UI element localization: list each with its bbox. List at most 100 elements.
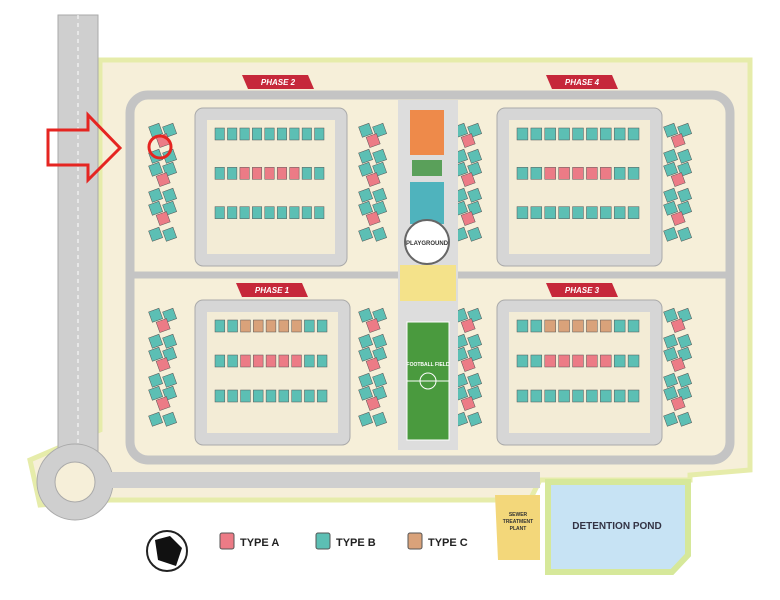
housing-block — [496, 107, 663, 267]
house-unit — [214, 354, 226, 368]
house-unit — [670, 396, 686, 411]
house-unit — [467, 187, 483, 203]
housing-block — [194, 107, 348, 267]
house-unit — [301, 127, 312, 141]
phase-label: PHASE 4 — [565, 78, 600, 87]
house-unit — [155, 357, 171, 372]
house-unit — [516, 167, 529, 180]
house-unit — [365, 133, 381, 148]
housing-block — [194, 299, 351, 446]
house-unit — [227, 167, 238, 180]
house-unit — [516, 354, 529, 368]
house-unit — [155, 396, 171, 411]
legend-swatch — [315, 532, 331, 550]
house-unit — [372, 372, 388, 388]
legend-label: TYPE C — [428, 537, 468, 549]
house-unit — [627, 389, 640, 403]
house-unit — [372, 148, 388, 164]
house-unit — [627, 354, 640, 368]
house-unit — [265, 319, 277, 333]
playground — [404, 219, 450, 265]
house-unit — [572, 389, 584, 403]
house-unit — [663, 385, 679, 401]
house-unit — [460, 396, 476, 411]
house-unit — [162, 372, 178, 388]
legend-swatch — [407, 532, 423, 550]
house-unit — [600, 319, 612, 333]
house-unit — [214, 389, 226, 403]
house-unit — [558, 354, 570, 368]
house-unit — [240, 389, 251, 403]
house-unit — [670, 357, 686, 372]
house-unit — [372, 187, 388, 203]
house-unit — [301, 167, 312, 180]
house-unit — [670, 172, 686, 187]
house-unit — [558, 206, 570, 219]
house-unit — [460, 318, 476, 333]
house-cluster — [663, 122, 693, 242]
house-unit — [155, 172, 171, 187]
house-unit — [365, 396, 381, 411]
house-unit — [670, 133, 686, 148]
house-unit — [586, 206, 598, 219]
house-unit — [276, 206, 287, 219]
house-unit — [613, 167, 626, 180]
house-unit — [148, 346, 164, 362]
house-unit — [600, 167, 612, 180]
house-unit — [572, 319, 584, 333]
house-cluster — [453, 307, 483, 427]
detention-pond-label: DETENTION POND — [572, 521, 661, 532]
house-unit — [460, 172, 476, 187]
house-unit — [627, 319, 640, 333]
house-unit — [358, 122, 374, 138]
house-unit — [663, 226, 679, 242]
house-unit — [162, 226, 178, 242]
house-unit — [516, 127, 529, 141]
house-unit — [316, 319, 328, 333]
house-unit — [670, 318, 686, 333]
house-unit — [227, 319, 238, 333]
house-unit — [372, 411, 388, 427]
house-unit — [358, 161, 374, 177]
legend-item: TYPE A — [219, 532, 279, 550]
house-unit — [558, 127, 570, 141]
house-unit — [467, 226, 483, 242]
house-unit — [530, 389, 543, 403]
house-unit — [358, 411, 374, 427]
house-unit — [558, 389, 570, 403]
house-unit — [663, 187, 679, 203]
house-unit — [365, 357, 381, 372]
house-unit — [586, 389, 598, 403]
house-unit — [663, 333, 679, 349]
house-unit — [572, 167, 584, 180]
house-unit — [148, 385, 164, 401]
house-unit — [264, 206, 275, 219]
house-unit — [155, 211, 171, 226]
house-unit — [663, 148, 679, 164]
house-unit — [264, 127, 275, 141]
house-unit — [314, 206, 325, 219]
playground-label: PLAYGROUND — [406, 241, 449, 247]
house-unit — [291, 354, 302, 368]
legend-item: TYPE B — [315, 532, 376, 550]
house-unit — [544, 354, 556, 368]
house-unit — [600, 206, 612, 219]
sewer-treatment-plant — [495, 495, 540, 560]
house-unit — [278, 354, 289, 368]
house-unit — [214, 206, 225, 219]
house-unit — [252, 167, 263, 180]
phase-banner: PHASE 3 — [546, 283, 618, 297]
housing-block — [496, 299, 663, 446]
house-unit — [663, 200, 679, 216]
house-unit — [663, 411, 679, 427]
house-unit — [227, 206, 238, 219]
house-unit — [613, 354, 626, 368]
house-cluster — [148, 307, 178, 427]
house-unit — [544, 206, 556, 219]
house-unit — [289, 127, 300, 141]
house-unit — [239, 127, 250, 141]
house-unit — [670, 211, 686, 226]
phase-label: PHASE 1 — [255, 286, 290, 295]
house-unit — [148, 200, 164, 216]
